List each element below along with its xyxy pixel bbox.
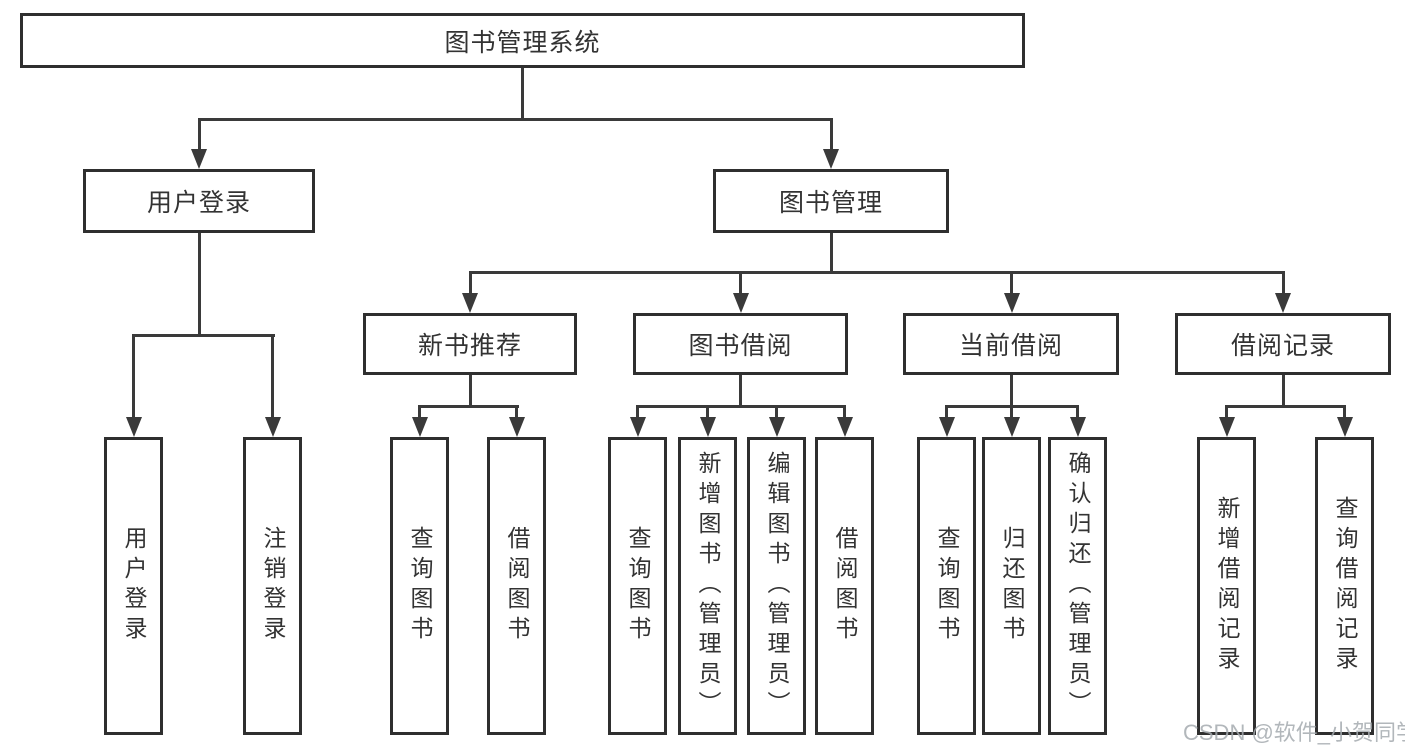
arrow-down-icon <box>191 149 207 169</box>
connector-vertical <box>1010 271 1013 297</box>
connector-horizontal <box>132 334 275 337</box>
leaf-user-login: 用户登录 <box>104 437 163 735</box>
connector-vertical <box>1225 405 1228 421</box>
leaf-add-borrow-record-label: 新增借阅记录 <box>1214 496 1240 676</box>
connector-horizontal <box>1225 405 1346 408</box>
leaf-return-books-label: 归还图书 <box>999 526 1025 646</box>
connector-vertical <box>1010 375 1013 408</box>
node-borrow-records: 借阅记录 <box>1175 313 1391 375</box>
node-new-book-recommend-label: 新书推荐 <box>417 332 522 360</box>
connector-vertical <box>775 405 778 421</box>
leaf-query-books-current: 查询图书 <box>917 437 976 735</box>
connector-vertical <box>843 405 846 421</box>
leaf-return-books: 归还图书 <box>982 437 1041 735</box>
arrow-down-icon <box>1003 417 1020 437</box>
arrow-down-icon <box>1275 293 1291 313</box>
leaf-query-books-recommend: 查询图书 <box>390 437 449 735</box>
leaf-edit-book-admin: 编辑图书（管理员） <box>747 437 806 735</box>
node-book-borrow: 图书借阅 <box>633 313 848 375</box>
leaf-borrow-books-recommend-label: 借阅图书 <box>504 526 530 646</box>
connector-vertical <box>829 118 833 152</box>
connector-vertical <box>1076 405 1079 421</box>
connector-vertical <box>1010 405 1013 421</box>
connector-vertical <box>1281 375 1285 408</box>
connector-vertical <box>271 334 274 420</box>
connector-vertical <box>418 405 421 421</box>
leaf-add-borrow-record: 新增借阅记录 <box>1197 437 1256 735</box>
leaf-borrow-books-borrow: 借阅图书 <box>815 437 874 735</box>
connector-horizontal <box>418 405 519 408</box>
leaf-query-borrow-record-label: 查询借阅记录 <box>1332 496 1358 676</box>
csdn-watermark: CSDN @软件_小贺同学 <box>1183 720 1405 745</box>
leaf-query-borrow-record: 查询借阅记录 <box>1315 437 1374 735</box>
node-current-borrow: 当前借阅 <box>903 313 1119 375</box>
connector-vertical <box>132 334 135 420</box>
arrow-down-icon <box>836 417 853 437</box>
node-borrow-records-label: 借阅记录 <box>1230 332 1335 360</box>
arrow-down-icon <box>1336 417 1353 437</box>
connector-vertical <box>636 405 639 421</box>
leaf-user-login-label: 用户登录 <box>121 526 147 646</box>
arrow-down-icon <box>699 417 716 437</box>
connector-vertical <box>1343 405 1346 421</box>
node-new-book-recommend: 新书推荐 <box>363 313 577 375</box>
leaf-borrow-books-borrow-label: 借阅图书 <box>832 526 858 646</box>
connector-horizontal <box>468 271 1283 274</box>
arrow-down-icon <box>508 417 525 437</box>
connector-vertical <box>739 271 742 297</box>
node-root: 图书管理系统 <box>20 13 1025 68</box>
connector-vertical <box>1281 271 1285 297</box>
node-current-borrow-label: 当前借阅 <box>958 332 1063 360</box>
arrow-down-icon <box>629 417 646 437</box>
connector-vertical <box>829 233 833 274</box>
leaf-add-book-admin: 新增图书（管理员） <box>678 437 737 735</box>
leaf-query-books-borrow: 查询图书 <box>608 437 667 735</box>
leaf-confirm-return-admin-label: 确认归还（管理员） <box>1065 451 1091 721</box>
leaf-add-book-admin-label: 新增图书（管理员） <box>695 451 721 721</box>
connector-vertical <box>945 405 948 421</box>
arrow-down-icon <box>938 417 955 437</box>
arrow-down-icon <box>1218 417 1235 437</box>
node-root-label: 图书管理系统 <box>444 28 601 57</box>
arrow-down-icon <box>125 417 142 437</box>
arrow-down-icon <box>462 293 478 313</box>
leaf-query-books-current-label: 查询图书 <box>934 526 960 646</box>
connector-vertical <box>197 118 201 152</box>
node-book-management-label: 图书管理 <box>778 189 883 217</box>
leaf-logout: 注销登录 <box>243 437 302 735</box>
leaf-edit-book-admin-label: 编辑图书（管理员） <box>764 451 790 721</box>
connector-vertical <box>468 375 472 408</box>
arrow-down-icon <box>768 417 785 437</box>
leaf-confirm-return-admin: 确认归还（管理员） <box>1048 437 1107 735</box>
connector-vertical <box>520 68 524 121</box>
node-user-login-label: 用户登录 <box>146 189 251 217</box>
leaf-logout-label: 注销登录 <box>260 526 286 646</box>
arrow-down-icon <box>823 149 839 169</box>
leaf-query-books-recommend-label: 查询图书 <box>407 526 433 646</box>
node-book-management: 图书管理 <box>713 169 949 233</box>
leaf-borrow-books-recommend: 借阅图书 <box>487 437 546 735</box>
connector-vertical <box>197 233 201 337</box>
connector-vertical <box>739 375 742 408</box>
arrow-down-icon <box>732 293 749 313</box>
connector-horizontal <box>636 405 846 408</box>
connector-horizontal <box>197 118 833 121</box>
connector-vertical <box>706 405 709 421</box>
node-user-login: 用户登录 <box>83 169 315 233</box>
arrow-down-icon <box>411 417 428 437</box>
connector-vertical <box>468 271 472 297</box>
arrow-down-icon <box>1069 417 1086 437</box>
arrow-down-icon <box>1003 293 1020 313</box>
connector-vertical <box>515 405 518 421</box>
node-book-borrow-label: 图书借阅 <box>688 332 793 360</box>
leaf-query-books-borrow-label: 查询图书 <box>625 526 651 646</box>
arrow-down-icon <box>264 417 281 437</box>
